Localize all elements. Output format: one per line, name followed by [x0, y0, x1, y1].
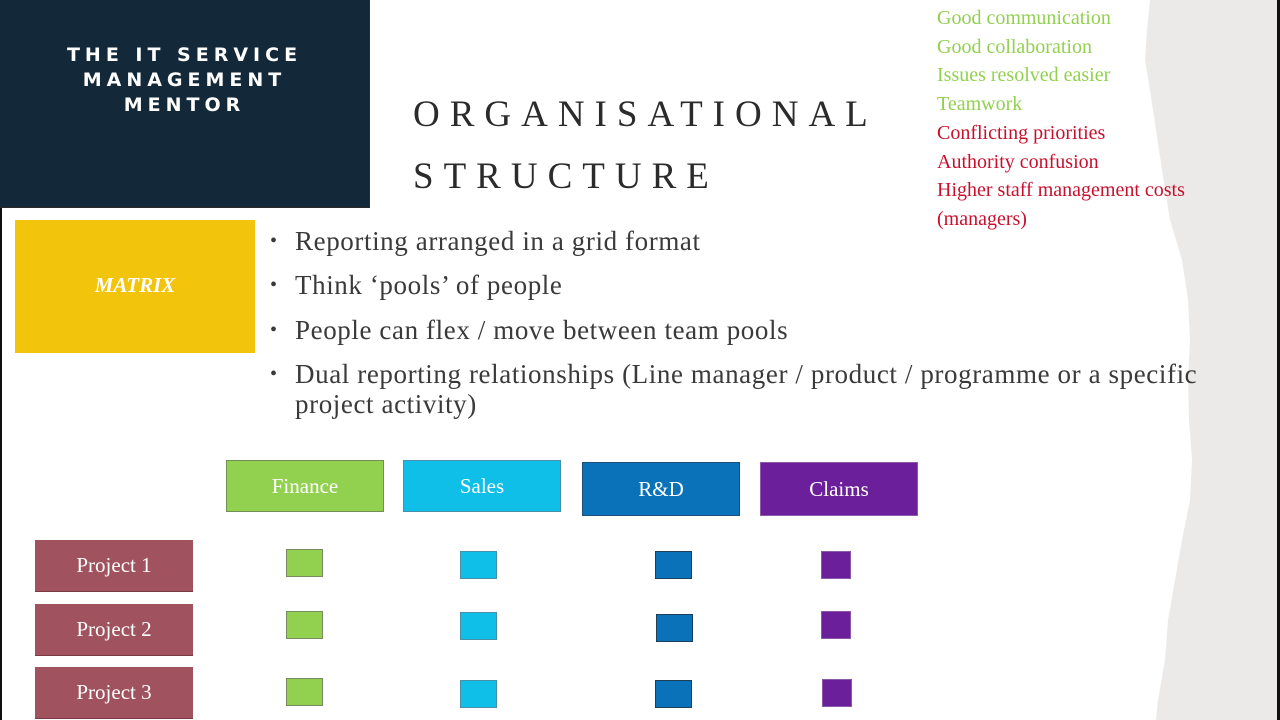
bullet-list: • Reporting arranged in a grid format • Th… [270, 226, 1260, 433]
cell-claims-project-2 [821, 611, 851, 639]
dept-finance: Finance [226, 460, 384, 512]
brand-logo-box: THE IT SERVICE MANAGEMENT MENTOR [0, 0, 370, 208]
cell-rnd-project-2 [656, 614, 693, 642]
con-item: Authority confusion [937, 150, 1099, 173]
slide-border-right [1277, 0, 1280, 720]
title-line-1: ORGANISATIONAL [413, 94, 878, 135]
slide-border-left [0, 0, 2, 720]
cell-finance-project-3 [286, 678, 323, 706]
cell-rnd-project-3 [655, 680, 692, 708]
pro-item: Good collaboration [937, 35, 1092, 58]
bullet-dot-icon: • [270, 230, 278, 252]
dept-label: Claims [809, 476, 869, 501]
dept-sales: Sales [403, 460, 561, 512]
cell-finance-project-2 [286, 611, 323, 639]
slide-title: ORGANISATIONAL STRUCTURE [413, 84, 878, 208]
project-label: Project 3 [76, 680, 152, 704]
bullet-dot-icon: • [270, 318, 278, 341]
con-item: (managers) [937, 207, 1027, 230]
bullet-text: Think ‘pools’ of people [295, 270, 563, 301]
dept-label: Sales [459, 473, 505, 498]
brand-line-3: MENTOR [123, 94, 246, 116]
bullet-dot-icon: • [270, 362, 278, 385]
project-label: Project 2 [76, 617, 152, 641]
con-item: Conflicting priorities [937, 121, 1106, 144]
pro-item: Issues resolved easier [937, 64, 1111, 87]
cell-sales-project-3 [460, 680, 497, 708]
dept-rnd: R&D [582, 462, 740, 516]
bullet-text: Reporting arranged in a grid format [295, 226, 701, 256]
bullet-item: • Dual reporting relationships (Line mana… [270, 359, 1260, 419]
project-label: Project 1 [76, 553, 152, 577]
bullet-dot-icon: • [270, 274, 278, 297]
bullet-text: Dual reporting relationships (Line manag… [295, 358, 1198, 419]
cell-claims-project-3 [822, 679, 852, 707]
pros-cons-list: Good communication Good collaboration Is… [937, 4, 1185, 234]
matrix-label-box: MATRIX [15, 220, 255, 353]
pro-item: Teamwork [937, 93, 1023, 116]
brand-line-2: MANAGEMENT [82, 69, 287, 91]
cell-sales-project-1 [460, 551, 497, 579]
dept-label: Finance [271, 473, 339, 498]
bullet-text: People can flex / move between team pool… [295, 314, 789, 345]
matrix-label: MATRIX [94, 273, 176, 297]
cell-claims-project-1 [821, 551, 851, 579]
brand-line-1: THE IT SERVICE [66, 44, 303, 66]
con-item: Higher staff management costs [937, 179, 1185, 202]
cell-sales-project-2 [460, 612, 497, 640]
project-3: Project 3 [35, 667, 193, 719]
cell-finance-project-1 [286, 549, 323, 577]
title-line-2: STRUCTURE [413, 156, 719, 197]
dept-claims: Claims [760, 462, 918, 516]
bullet-item: • People can flex / move between team poo… [270, 315, 1260, 345]
cell-rnd-project-1 [655, 551, 692, 579]
project-2: Project 2 [35, 604, 193, 656]
pro-item: Good communication [937, 7, 1111, 29]
bullet-item: • Reporting arranged in a grid format [270, 226, 1260, 256]
project-1: Project 1 [35, 540, 193, 592]
dept-label: R&D [638, 476, 684, 501]
bullet-item: • Think ‘pools’ of people [270, 270, 1260, 300]
